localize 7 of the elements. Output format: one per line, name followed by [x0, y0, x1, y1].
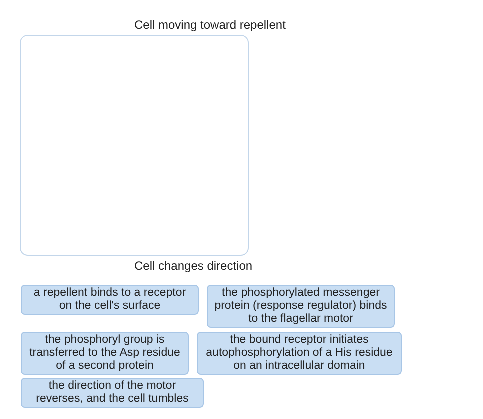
answer-chip: the bound receptor initiates autophosphorylation of a His residue on an intracellular domain — [197, 332, 402, 375]
answer-chip: the direction of the motor reverses, and the cell tumbles — [21, 378, 204, 408]
zone-heading: Cell moving toward repellent — [134, 18, 286, 32]
answer-chip: a repellent binds to a receptor on the cell's surface — [21, 285, 199, 315]
zone-label: Cell changes direction — [134, 259, 253, 273]
answer-chip: the phosphorylated messenger protein (response regulator) binds to the flagellar motor — [207, 285, 395, 328]
answer-chip: the phosphoryl group is transferred to the Asp residue of a second protein — [21, 332, 189, 375]
